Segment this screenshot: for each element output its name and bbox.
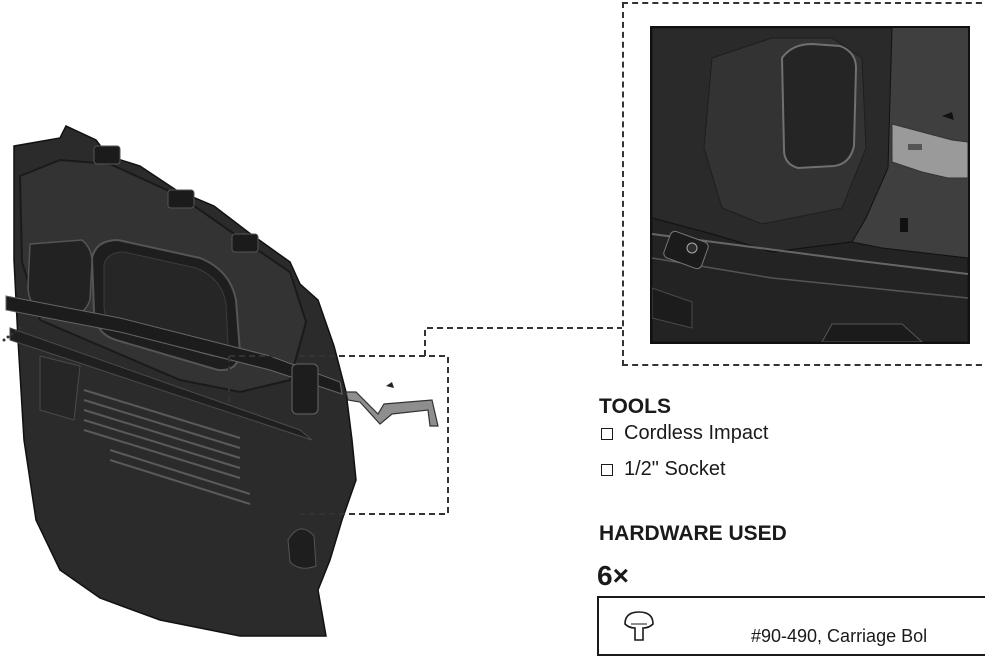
tools-heading: TOOLS xyxy=(599,395,671,418)
hardware-quantity: 6× xyxy=(597,560,629,591)
tool-item-socket: 1/2" Socket xyxy=(601,458,726,481)
carriage-bolt-icon xyxy=(624,611,654,641)
tool-label: Cordless Impact xyxy=(624,422,769,444)
hardware-heading: HARDWARE USED xyxy=(599,522,787,545)
checkbox-icon xyxy=(601,427,613,440)
checkbox-icon xyxy=(601,463,613,476)
tool-label: 1/2" Socket xyxy=(624,458,726,480)
detail-callout-frame xyxy=(622,2,985,366)
part-label: #90-490, Carriage Bol xyxy=(751,626,928,646)
detail-view-image xyxy=(650,26,970,344)
tool-item-cordless-impact: Cordless Impact xyxy=(601,422,769,445)
partition-illustration xyxy=(2,125,622,637)
